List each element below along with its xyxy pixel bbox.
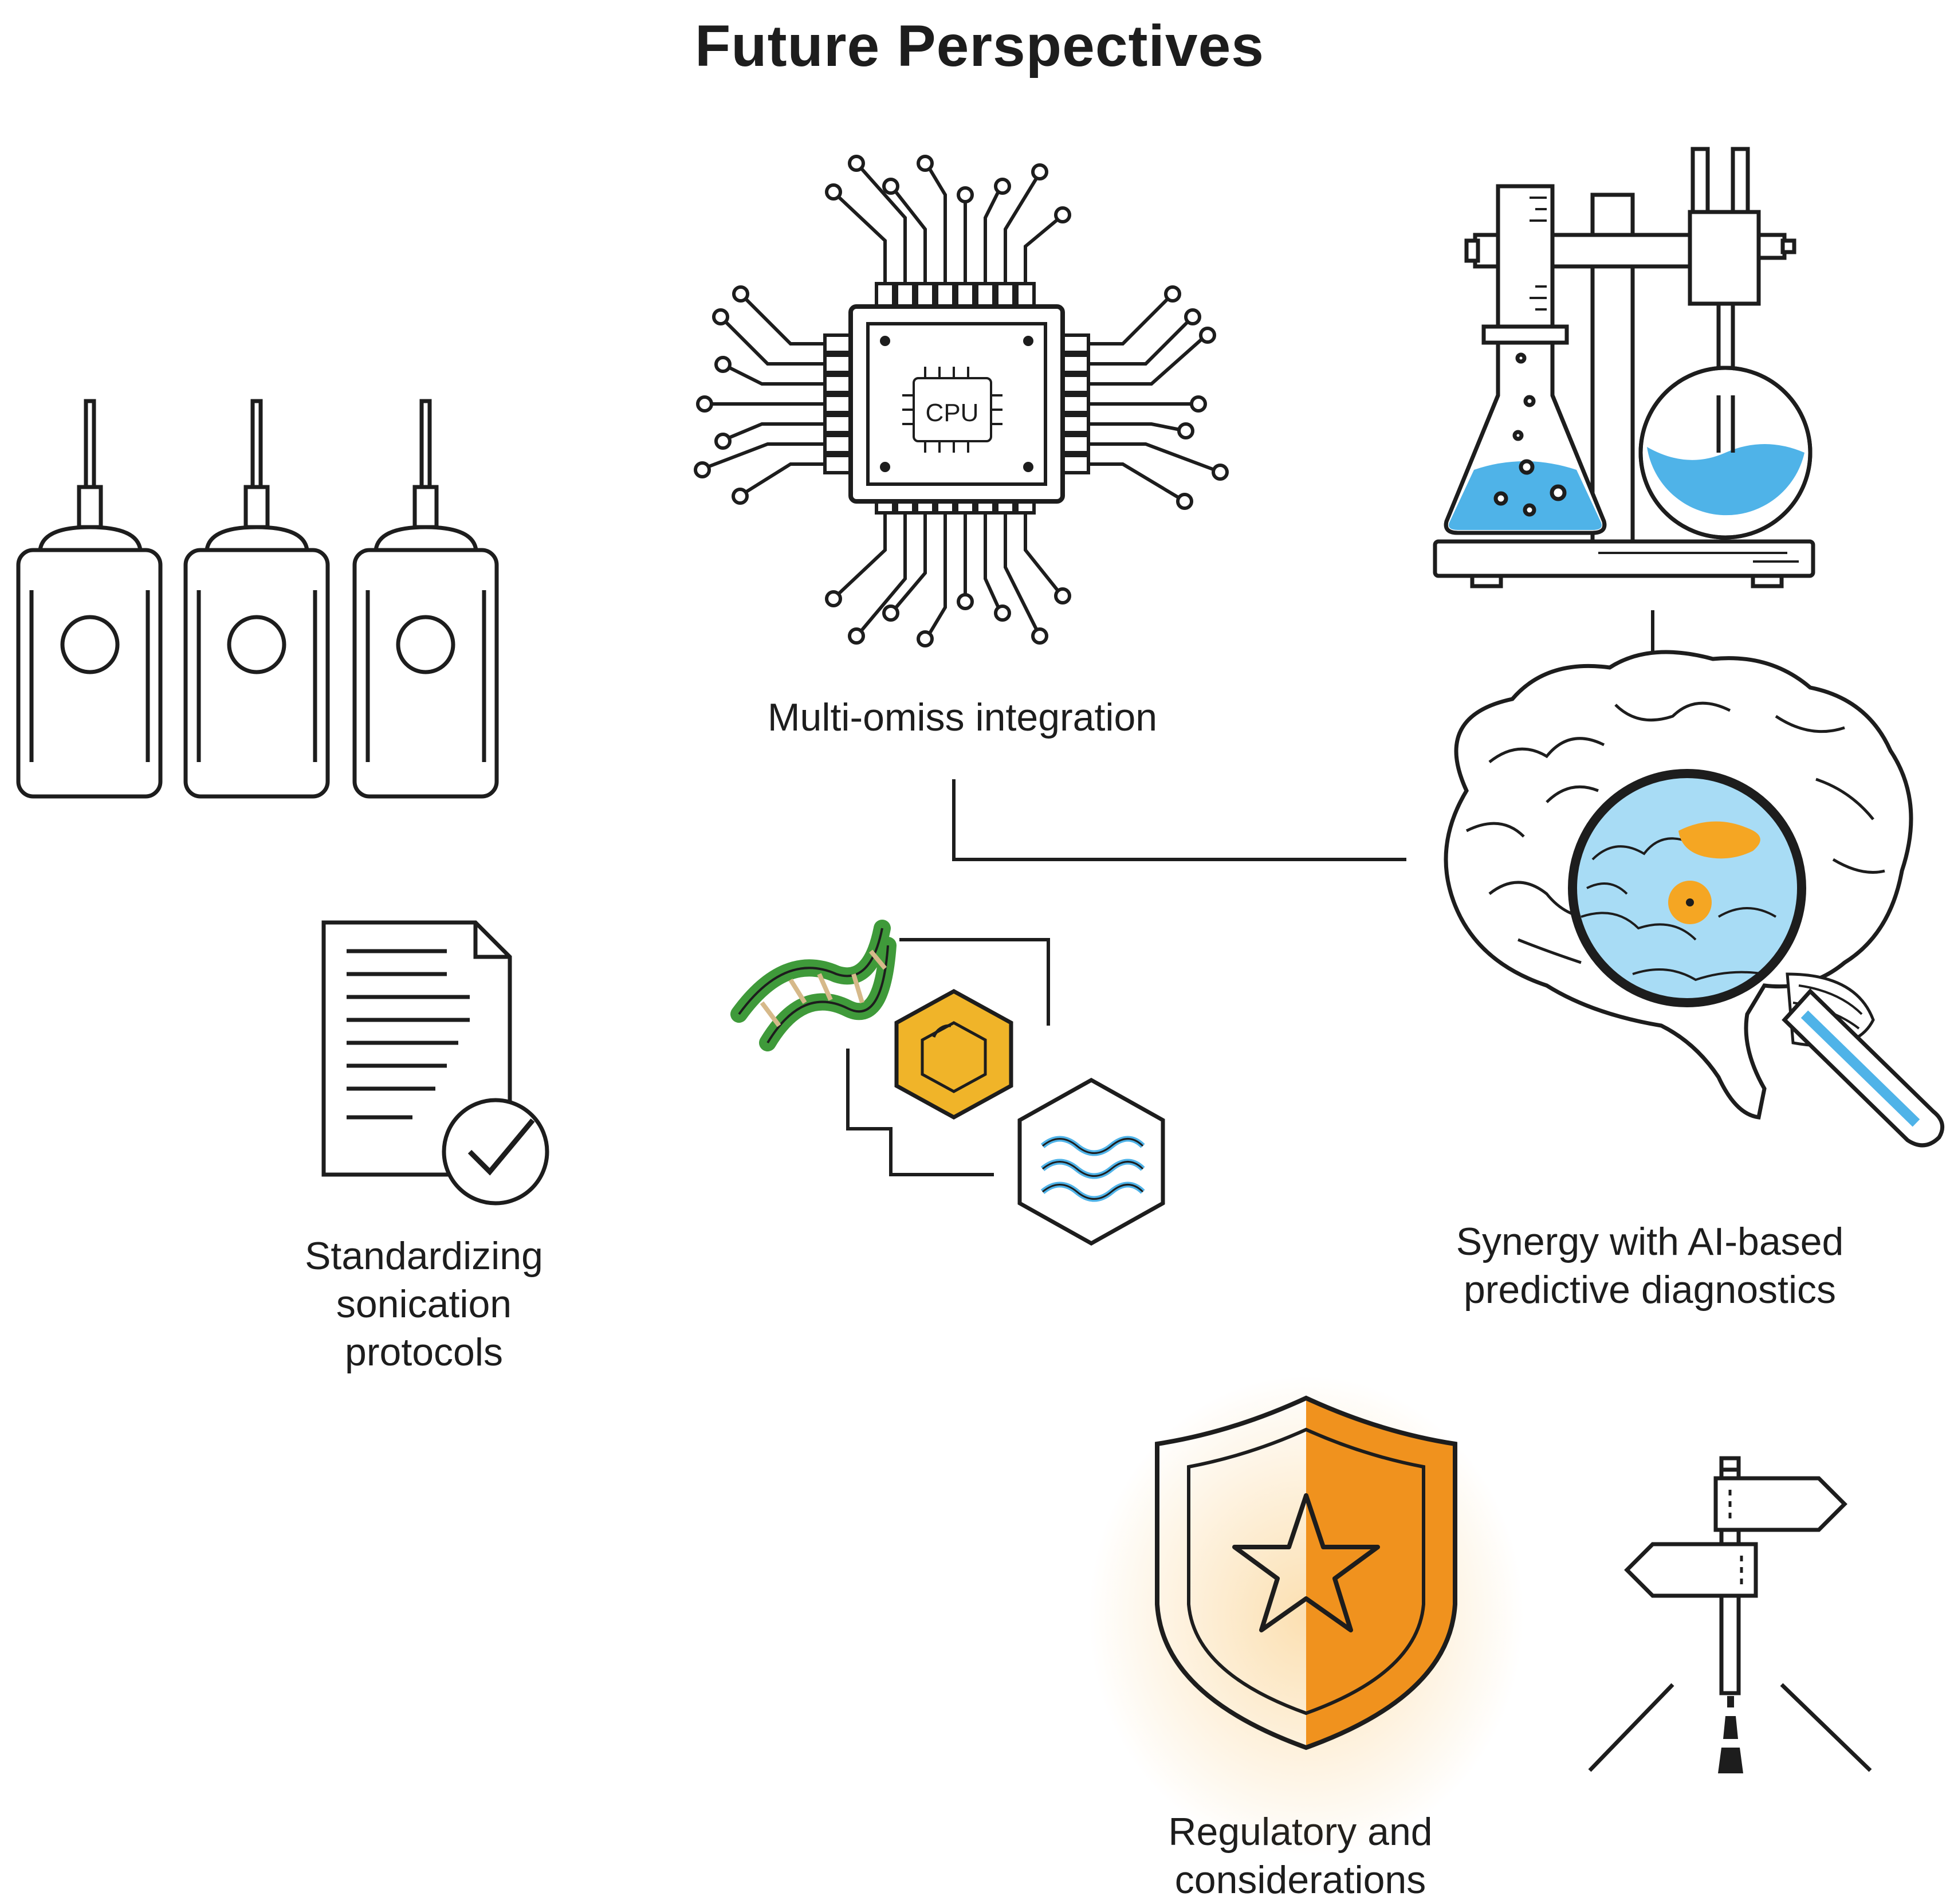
sonicator-2: [183, 399, 330, 799]
chip-traces-right: [1086, 285, 1229, 510]
label-ai-diagnostics: Synergy with AI-based predictive diagnos…: [1363, 1218, 1936, 1314]
benzene-hexagon: [894, 989, 1013, 1120]
erlenmeyer-flask: [1444, 324, 1607, 535]
connector-multi-to-ai: [952, 779, 1406, 861]
brain-magnifier-icon: [1444, 650, 1945, 1148]
mini-chip: [902, 367, 1002, 453]
shield-star: [1232, 1493, 1380, 1632]
label-standardizing-line-2: sonication: [336, 1282, 512, 1326]
chip-traces-left: [694, 285, 828, 505]
page-title: Future Perspectives: [694, 13, 1265, 78]
label-ai-line-1: Synergy with AI-based: [1456, 1220, 1844, 1263]
wave-hexagon: [1017, 1077, 1165, 1246]
round-flask: [1638, 147, 1813, 540]
sonicator-1: [16, 399, 163, 799]
label-regulatory-line-2: considerations: [1174, 1858, 1426, 1902]
sonicator-probe-icon: [16, 399, 499, 799]
chip-traces-top: [825, 155, 1071, 298]
dna-molecule-icon: [730, 920, 1165, 1246]
label-ai-line-2: predictive diagnostics: [1463, 1268, 1837, 1312]
checked-document-icon: [321, 920, 549, 1206]
label-standardizing-line-1: Standardizing: [305, 1234, 543, 1278]
chip-label: CPU: [926, 399, 979, 427]
lesion-highlight-1: [1678, 821, 1760, 859]
chip-pins: [823, 282, 1090, 515]
graduated-column: [1496, 184, 1555, 332]
label-standardizing: Standardizing sonication protocols: [252, 1232, 596, 1376]
sonicator-3: [352, 399, 499, 799]
lab-flask-stand-icon: [1433, 147, 1815, 588]
label-multi-omics: Multi-omiss integration: [767, 696, 1158, 739]
chip-traces-bottom: [825, 498, 1071, 647]
label-standardizing-line-3: protocols: [345, 1330, 503, 1374]
cpu-chip-icon: CPU: [694, 155, 1229, 647]
signpost-road-icon: [1588, 1456, 1872, 1773]
stand-base: [1433, 539, 1815, 578]
shield-star-icon: [1088, 1375, 1524, 1856]
dna-helix: [730, 920, 897, 1051]
